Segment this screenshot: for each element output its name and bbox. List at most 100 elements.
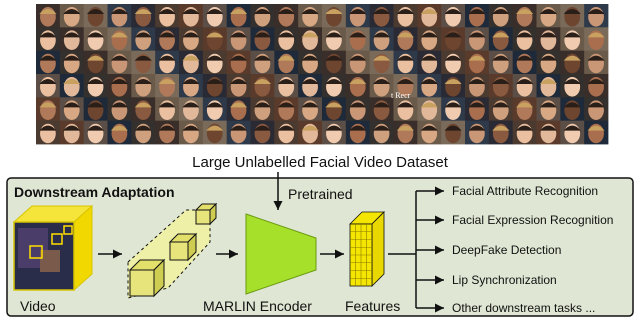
face-thumbnail [202,4,228,28]
face-thumbnail [560,4,585,28]
face-thumbnail [488,74,514,98]
face-thumbnail [59,74,85,98]
face-thumbnail [131,50,156,75]
face-thumbnail [322,97,347,122]
face-thumbnail [417,50,442,75]
face-thumbnail [322,27,347,52]
face-thumbnail [560,50,585,75]
face-thumbnail [131,74,156,98]
panel-title: Downstream Adaptation [14,184,175,200]
face-thumbnail [345,97,371,122]
face-thumbnail [417,4,442,28]
face-thumbnail [536,120,561,145]
face-thumbnail [107,27,132,52]
face-thumbnail [59,27,85,52]
face-thumbnail [36,27,61,52]
face-thumbnail [226,50,251,75]
face-thumbnail [107,74,132,98]
face-thumbnail [584,74,609,98]
face-thumbnail [107,97,132,122]
video-label: Video [20,298,56,314]
face-thumbnail [393,4,418,28]
face-thumbnail [131,4,156,28]
face-thumbnail [83,74,108,98]
face-thumbnail [584,27,609,52]
face-thumbnail [584,50,609,75]
face-thumbnail [465,4,490,28]
face-thumbnail [226,97,251,122]
face-thumbnail [298,50,323,75]
face-thumbnail [274,50,299,75]
face-thumbnail [202,50,228,75]
face-thumbnail [83,4,108,28]
task-label: DeepFake Detection [452,243,561,257]
face-thumbnail [369,120,394,145]
face-thumbnail [202,97,228,122]
face-thumbnail [59,50,85,75]
face-thumbnail [560,27,585,52]
face-thumbnail [250,27,275,52]
face-thumbnail [560,97,585,122]
face-thumbnail [250,97,275,122]
face-thumbnail [107,50,132,75]
face-thumbnail [369,97,394,122]
face-thumbnail [393,97,418,122]
face-thumbnail [536,50,561,75]
face-thumbnail [441,4,466,28]
face-thumbnail [179,120,204,145]
face-thumbnail [512,4,537,28]
face-thumbnail [274,97,299,122]
face-thumbnail [441,50,466,75]
marlin-encoder [245,213,317,295]
face-thumbnail [488,50,514,75]
face-thumbnail [536,4,561,28]
face-thumbnail [179,4,204,28]
face-thumbnail [465,27,490,52]
features-label: Features [345,298,400,314]
face-thumbnail [441,120,466,145]
face-thumbnail [393,120,418,145]
face-thumbnail [488,120,514,145]
face-thumbnail [131,120,156,145]
face-thumbnail [322,50,347,75]
face-thumbnail [512,74,537,98]
face-thumbnail [536,74,561,98]
face-thumbnail [274,4,299,28]
face-thumbnail [298,4,323,28]
face-thumbnail [322,120,347,145]
face-thumbnail [512,120,537,145]
face-thumbnail [59,4,85,28]
face-thumbnail [488,97,514,122]
face-thumbnail [36,97,61,122]
face-thumbnail [584,120,609,145]
face-thumbnail [417,27,442,52]
face-thumbnail [131,97,156,122]
face-thumbnail [393,27,418,52]
face-thumbnail [36,120,61,145]
face-thumbnail [369,74,394,98]
face-thumbnail [179,50,204,75]
face-thumbnail [369,50,394,75]
video-clip [12,204,94,292]
face-thumbnail [107,120,132,145]
face-thumbnail [560,120,585,145]
face-thumbnail [584,4,609,28]
face-thumbnail [155,27,180,52]
face-thumbnail [107,4,132,28]
face-thumbnail [488,27,514,52]
face-thumbnail [417,97,442,122]
mosaic-overlay-text: t Recr [391,91,411,100]
face-thumbnail [369,27,394,52]
face-thumbnail [250,50,275,75]
face-thumbnail [298,74,323,98]
masked-tube-cubes [127,202,218,299]
face-thumbnail [83,120,108,145]
face-thumbnail [155,120,180,145]
face-thumbnail [369,4,394,28]
face-thumbnail [83,27,108,52]
face-thumbnail [83,97,108,122]
face-thumbnail [465,50,490,75]
face-thumbnail [512,97,537,122]
